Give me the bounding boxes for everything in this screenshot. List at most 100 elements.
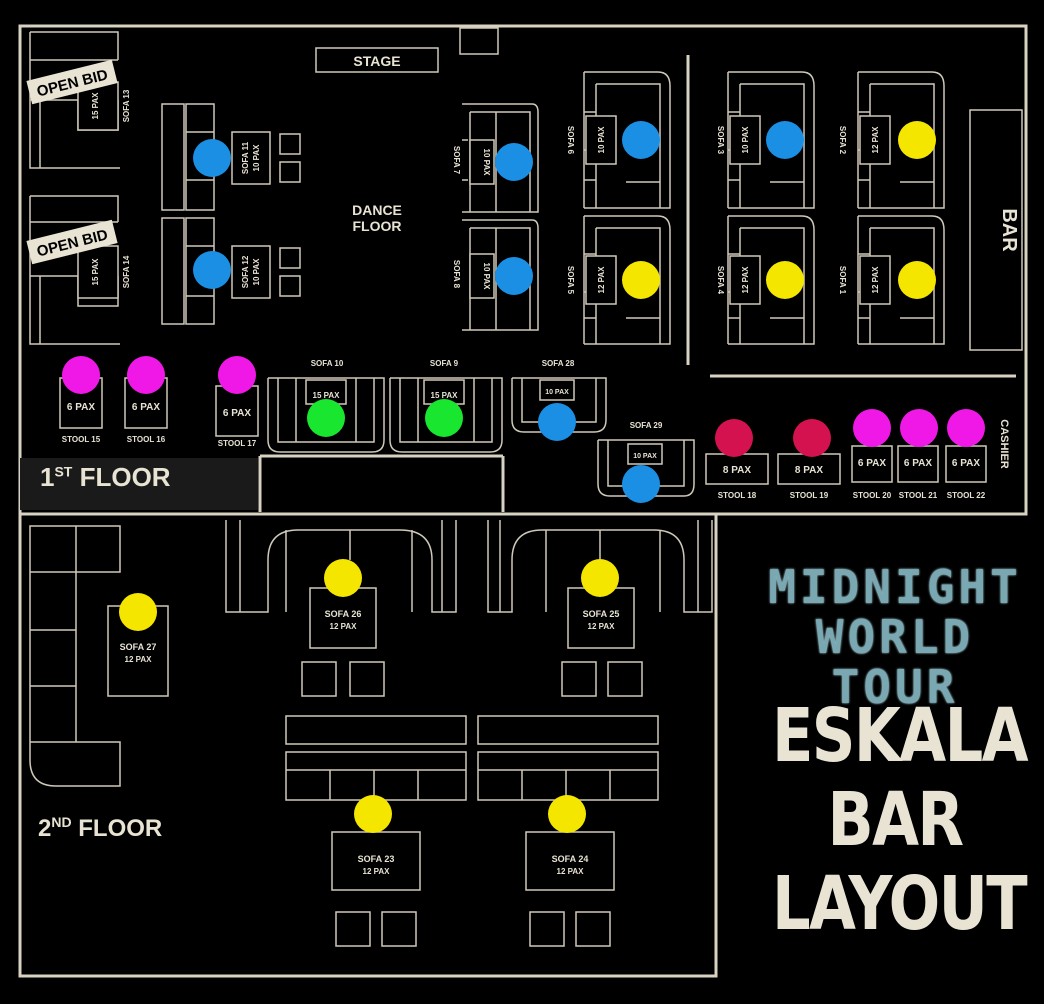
stool-22[interactable]: 6 PAX STOOL 22 <box>945 445 987 500</box>
sofa-6[interactable]: 10 PAX SOFA 6 <box>566 71 671 209</box>
dance-floor-label: DANCE <box>352 202 402 218</box>
svg-text:12 PAX: 12 PAX <box>871 266 880 294</box>
stool-20[interactable]: 6 PAX STOOL 20 <box>851 445 893 500</box>
sofa-13[interactable]: 15 PAX SOFA 13 <box>29 31 131 169</box>
svg-text:10 PAX: 10 PAX <box>741 126 750 154</box>
stool-21[interactable]: 6 PAX STOOL 21 <box>897 445 939 500</box>
svg-text:SOFA 13: SOFA 13 <box>122 89 131 122</box>
sofa-12[interactable]: SOFA 12 10 PAX <box>161 217 301 325</box>
svg-text:SOFA 6: SOFA 6 <box>566 126 575 155</box>
sofa-10-marker[interactable] <box>307 399 345 437</box>
svg-text:SOFA 1: SOFA 1 <box>838 266 847 295</box>
svg-text:15 PAX: 15 PAX <box>91 92 100 120</box>
sofa-8-marker[interactable] <box>495 257 533 295</box>
sofa-24[interactable]: SOFA 24 12 PAX <box>525 831 615 947</box>
svg-text:6 PAX: 6 PAX <box>952 458 980 469</box>
stool-16-marker[interactable] <box>127 356 165 394</box>
sofa-2-marker[interactable] <box>898 121 936 159</box>
svg-text:SOFA 23: SOFA 23 <box>358 854 395 864</box>
availability-markers <box>62 121 985 833</box>
svg-text:STOOL 21: STOOL 21 <box>899 491 938 500</box>
stool-15-marker[interactable] <box>62 356 100 394</box>
svg-text:10 PAX: 10 PAX <box>252 144 261 172</box>
stage-door <box>459 27 499 55</box>
stage <box>315 47 439 73</box>
svg-text:12 PAX: 12 PAX <box>557 867 585 876</box>
sofa-12-marker[interactable] <box>193 251 231 289</box>
stool-21-marker[interactable] <box>900 409 938 447</box>
svg-text:SOFA 27: SOFA 27 <box>120 642 157 652</box>
svg-text:6 PAX: 6 PAX <box>858 458 886 469</box>
floor-label-band <box>20 458 258 510</box>
sofa-11[interactable]: SOFA 11 10 PAX <box>161 103 301 211</box>
svg-text:15 PAX: 15 PAX <box>91 258 100 286</box>
svg-text:STOOL 17: STOOL 17 <box>218 439 257 448</box>
svg-text:SOFA 25: SOFA 25 <box>583 609 620 619</box>
second-floor-wall <box>18 512 718 978</box>
tour-title-line2: WORLD TOUR <box>815 610 975 714</box>
bar-counter <box>969 109 1023 351</box>
sofa-5[interactable]: 12 PAX SOFA 5 <box>566 215 671 345</box>
bar-label: BAR <box>998 208 1020 252</box>
main-title-line3: LAYOUT <box>772 861 1028 947</box>
sofa-26-marker[interactable] <box>324 559 362 597</box>
svg-text:12 PAX: 12 PAX <box>330 622 358 631</box>
tour-title-line1: MIDNIGHT <box>768 560 1022 614</box>
sofa-25[interactable]: SOFA 25 12 PAX <box>561 587 643 697</box>
sofa-3-marker[interactable] <box>766 121 804 159</box>
sofa-7[interactable]: 10 PAX SOFA 7 <box>452 103 539 213</box>
stool-22-marker[interactable] <box>947 409 985 447</box>
first-floor-label: 1ST FLOOR <box>40 462 171 492</box>
svg-text:SOFA 28: SOFA 28 <box>542 359 575 368</box>
stool-17-marker[interactable] <box>218 356 256 394</box>
svg-text:6 PAX: 6 PAX <box>67 402 95 413</box>
sofa-5-marker[interactable] <box>622 261 660 299</box>
sofa-14[interactable]: 15 PAX SOFA 14 <box>29 195 131 345</box>
stool-20-marker[interactable] <box>853 409 891 447</box>
svg-text:SOFA 7: SOFA 7 <box>452 146 461 175</box>
sofa-24-marker[interactable] <box>548 795 586 833</box>
svg-text:15 PAX: 15 PAX <box>313 391 341 400</box>
sofa-3[interactable]: 10 PAX SOFA 3 <box>716 71 815 209</box>
sofa-23[interactable]: SOFA 23 12 PAX <box>331 831 421 947</box>
stool-19-marker[interactable] <box>793 419 831 457</box>
sofa-8[interactable]: 10 PAX SOFA 8 <box>452 219 539 331</box>
sofa-10[interactable]: SOFA 10 15 PAX <box>267 359 385 453</box>
svg-text:8 PAX: 8 PAX <box>795 465 823 476</box>
svg-text:SOFA 8: SOFA 8 <box>452 260 461 289</box>
stool-17[interactable]: 6 PAX STOOL 17 <box>215 385 259 448</box>
stool-18[interactable]: 8 PAX STOOL 18 <box>705 453 769 500</box>
sofa-1[interactable]: 12 PAX SOFA 1 <box>838 215 945 345</box>
svg-text:SOFA 12: SOFA 12 <box>241 255 250 288</box>
sofa-29-marker[interactable] <box>622 465 660 503</box>
sofa-28-marker[interactable] <box>538 403 576 441</box>
sofa-29[interactable]: SOFA 29 10 PAX <box>597 421 695 497</box>
main-title-line1: ESKALA <box>772 693 1029 779</box>
sofa-11-marker[interactable] <box>193 139 231 177</box>
svg-text:SOFA 29: SOFA 29 <box>630 421 663 430</box>
stool-19[interactable]: 8 PAX STOOL 19 <box>777 453 841 500</box>
sofa-25-marker[interactable] <box>581 559 619 597</box>
sofa-1-marker[interactable] <box>898 261 936 299</box>
svg-text:SOFA 4: SOFA 4 <box>716 266 725 295</box>
stool-18-marker[interactable] <box>715 419 753 457</box>
sofa-23-marker[interactable] <box>354 795 392 833</box>
svg-text:SOFA 14: SOFA 14 <box>122 255 131 288</box>
sofa-27-marker[interactable] <box>119 593 157 631</box>
sofa-2[interactable]: 12 PAX SOFA 2 <box>838 71 945 209</box>
svg-text:6 PAX: 6 PAX <box>132 402 160 413</box>
sofa-4[interactable]: 12 PAX SOFA 4 <box>716 215 815 345</box>
svg-text:SOFA 24: SOFA 24 <box>552 854 589 864</box>
sofa-9-marker[interactable] <box>425 399 463 437</box>
sofa-6-marker[interactable] <box>622 121 660 159</box>
svg-text:SOFA 11: SOFA 11 <box>241 141 250 174</box>
svg-text:12 PAX: 12 PAX <box>363 867 391 876</box>
stage-label: STAGE <box>353 53 400 69</box>
svg-text:15 PAX: 15 PAX <box>431 391 459 400</box>
second-floor-label: 2ND FLOOR <box>38 814 163 842</box>
sofa-26[interactable]: SOFA 26 12 PAX <box>301 587 385 697</box>
sofa-7-marker[interactable] <box>495 143 533 181</box>
svg-text:STOOL 16: STOOL 16 <box>127 435 166 444</box>
sofa-4-marker[interactable] <box>766 261 804 299</box>
svg-text:STOOL 19: STOOL 19 <box>790 491 829 500</box>
